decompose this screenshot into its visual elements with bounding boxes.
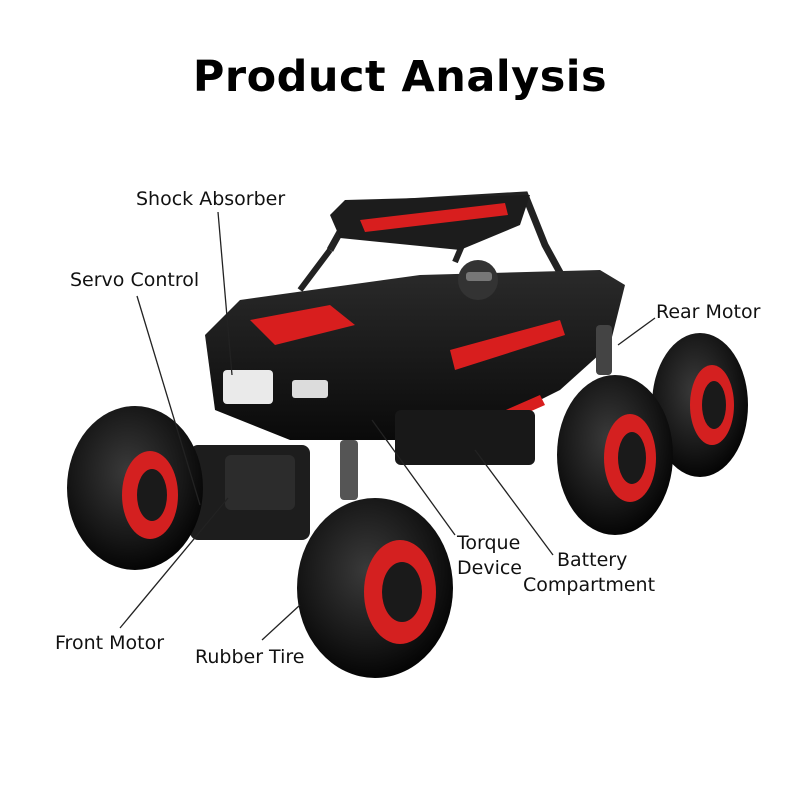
shock-absorber-leader <box>217 211 233 376</box>
rubber-tire-label: Rubber Tire <box>195 646 305 668</box>
rear-right-tire <box>652 333 748 477</box>
middle-right-tire <box>557 375 673 535</box>
truck-body <box>190 191 625 540</box>
front-right-tire <box>297 498 453 678</box>
battery-compartment-label-line1: Battery <box>557 549 628 571</box>
servo-control-label: Servo Control <box>70 269 200 291</box>
torque-device-leader <box>371 419 456 536</box>
battery-compartment-leader <box>474 449 554 556</box>
rear-motor-leader <box>617 317 656 346</box>
servo-control-leader <box>136 295 201 506</box>
front-motor-leader <box>119 497 229 629</box>
callout-lines <box>119 211 656 641</box>
battery-compartment-label-line2: Compartment <box>523 574 656 596</box>
rubber-tire-leader <box>261 604 301 641</box>
shock-absorber-label: Shock Absorber <box>136 188 286 210</box>
torque-device-label-line1: Torque <box>457 532 521 554</box>
rear-motor-label: Rear Motor <box>656 301 761 323</box>
front-left-tire <box>67 406 203 570</box>
front-motor-label: Front Motor <box>55 632 164 654</box>
page-title: Product Analysis <box>192 52 608 102</box>
torque-device-label-line2: Device <box>457 557 522 579</box>
